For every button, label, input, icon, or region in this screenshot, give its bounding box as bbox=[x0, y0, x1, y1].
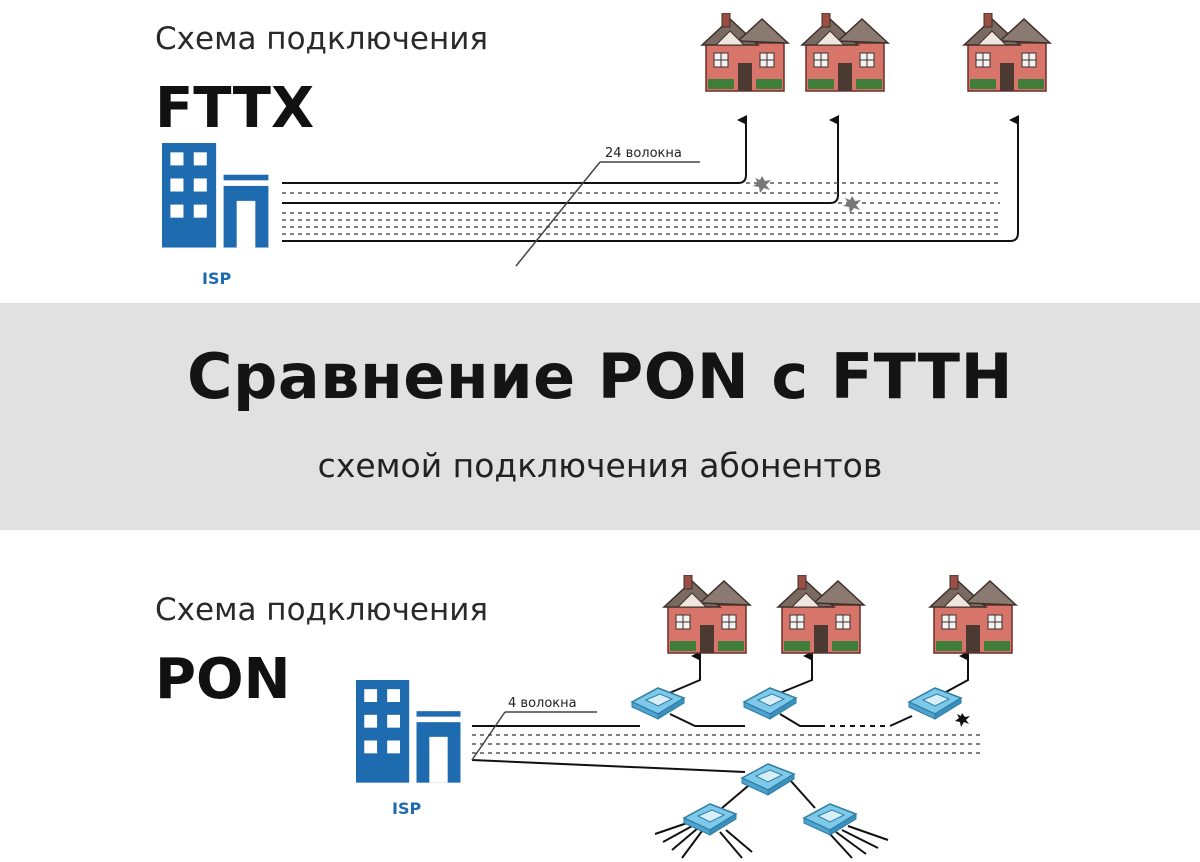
splitter-icon bbox=[908, 687, 962, 720]
fttx-isp-label: ISP bbox=[202, 269, 231, 288]
pon-house-icon bbox=[929, 575, 1017, 654]
pon-cut-mark bbox=[955, 713, 970, 727]
pon-isp-label: ISP bbox=[392, 799, 421, 818]
splitter-icon bbox=[631, 687, 685, 720]
title-band bbox=[0, 303, 1200, 530]
fttx-title: FTTX bbox=[155, 76, 314, 141]
pon-title: PON bbox=[155, 647, 291, 712]
splitter-icon bbox=[683, 803, 737, 836]
fttx-house-icon bbox=[801, 13, 889, 92]
isp-building-icon bbox=[162, 143, 269, 248]
fttx-fiber-leader bbox=[515, 161, 601, 267]
pon-fiber-label: 4 волокна bbox=[508, 696, 577, 711]
comparison-subtitle: схемой подключения абонентов bbox=[317, 446, 883, 485]
pon-house-icon bbox=[777, 575, 865, 654]
fttx-house-icon bbox=[701, 13, 789, 92]
fttx-fiber-lines bbox=[282, 115, 1019, 242]
fttx-dark-fibers bbox=[282, 182, 1000, 235]
fttx-heading: Схема подключения bbox=[155, 21, 488, 57]
comparison-title: Сравнение PON с FTTH bbox=[187, 340, 1013, 413]
splitter-icon bbox=[803, 803, 857, 836]
fttx-house-icon bbox=[963, 13, 1051, 92]
pon-heading: Схема подключения bbox=[155, 592, 488, 628]
fttx-cut-marks bbox=[753, 176, 861, 213]
pon-house-icon bbox=[663, 575, 751, 654]
pon-fiber-leader bbox=[471, 711, 506, 761]
splitter-icon bbox=[743, 687, 797, 720]
splitter-icon bbox=[741, 763, 795, 796]
pon-fiber-lines bbox=[471, 651, 980, 859]
isp-building-icon bbox=[356, 680, 461, 783]
fttx-fiber-label: 24 волокна bbox=[605, 146, 682, 161]
